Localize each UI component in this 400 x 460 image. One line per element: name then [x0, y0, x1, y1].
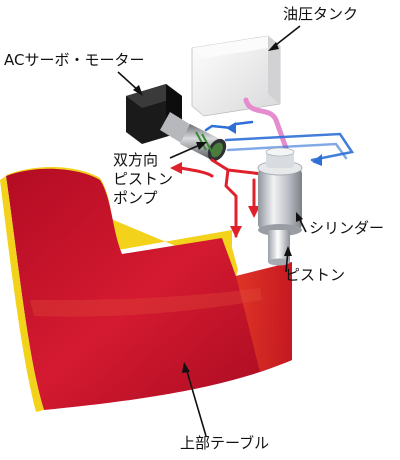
- table-step-side: [222, 238, 238, 276]
- red-arrow-head-3: [248, 206, 260, 218]
- table-highlight: [30, 288, 262, 317]
- label-servo-motor: ACサーボ・モーター: [4, 51, 145, 69]
- blue-flow: [204, 120, 355, 162]
- label-piston: ピストン: [285, 266, 346, 284]
- table-right-shade: [236, 262, 292, 372]
- label-upper-table: 上部テーブル: [180, 434, 270, 452]
- piston-rod: [268, 230, 290, 266]
- label-pump-line-2: ピストン: [113, 170, 174, 188]
- label-oil-tank: 油圧タンク: [283, 5, 359, 23]
- table-front-face: [6, 168, 292, 410]
- upper-table: [0, 166, 292, 412]
- label-pump-line-1: 双方向: [113, 151, 159, 169]
- red-flow: [178, 158, 264, 238]
- label-cylinder: シリンダー: [309, 219, 385, 237]
- blue-arrow-head-2: [312, 154, 322, 166]
- red-arrow-head: [230, 226, 242, 238]
- blue-arrow-head: [226, 122, 236, 134]
- red-arrow-head-2: [170, 162, 182, 174]
- leader-pump: [169, 143, 203, 159]
- table-left-edge: [0, 176, 44, 412]
- leader-arrowheads: [133, 42, 303, 373]
- bidirectional-piston-pump: [180, 124, 227, 162]
- label-piston-pump: 双方向 ピストン ポンプ: [113, 151, 173, 208]
- tank-return-pipe: [243, 97, 289, 171]
- label-pump-line-3: ポンプ: [113, 189, 158, 207]
- leader-upper-table: [185, 367, 207, 437]
- hydraulic-cylinder: [257, 147, 303, 236]
- oil-tank: [191, 35, 281, 117]
